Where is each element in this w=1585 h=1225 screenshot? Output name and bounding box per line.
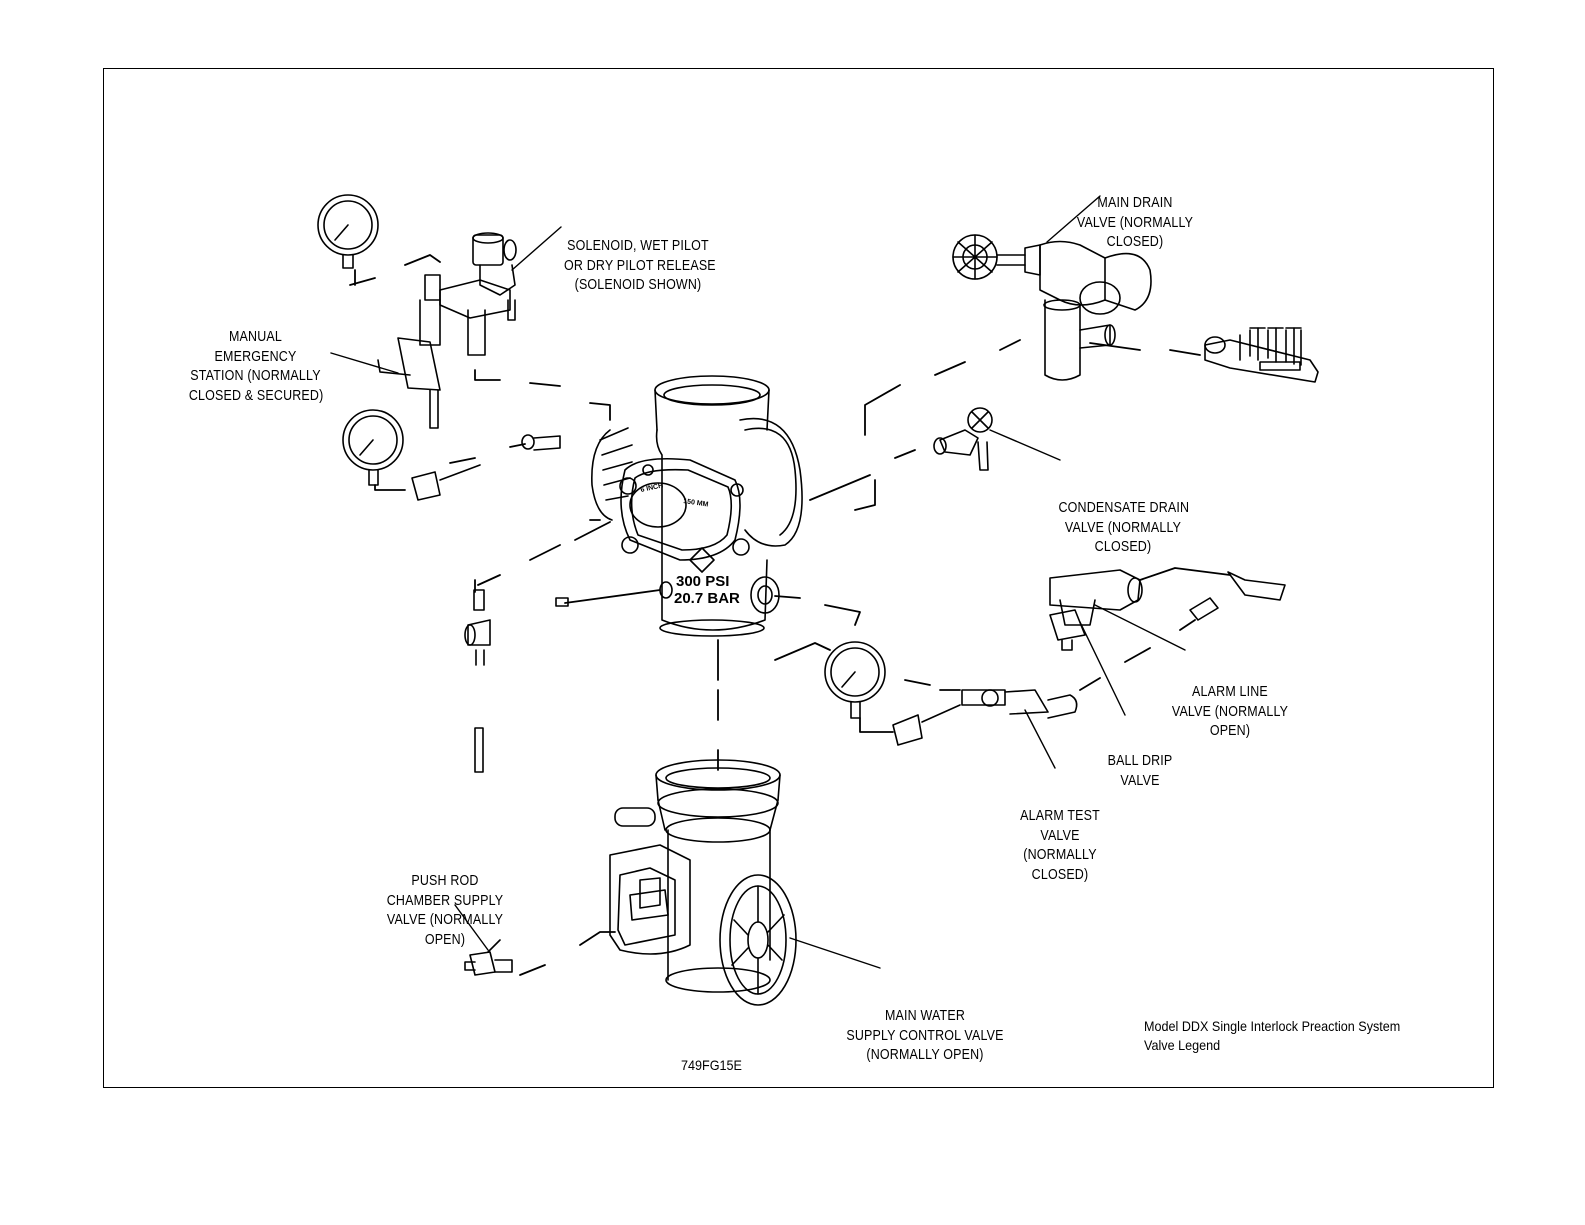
deluge-valve-body — [591, 375, 803, 637]
solenoid-valve — [377, 232, 517, 429]
alarm-test-valve — [961, 689, 1078, 719]
legend-line-1: Model DDX Single Interlock Preaction Sys… — [1144, 1018, 1401, 1034]
alarm-line-valve — [1049, 569, 1286, 651]
legend-caption: Model DDX Single Interlock Preaction Sys… — [1144, 1017, 1400, 1055]
drawing-border — [103, 68, 1494, 1088]
drawing-code: 749FG15E — [681, 1057, 742, 1073]
dashed-connection-lines — [349, 254, 1231, 976]
body-markings: 300 PSI 20.7 BAR 6 INCH 150 MM — [640, 482, 740, 607]
pressure-gauge-upper — [317, 194, 379, 269]
size-inch-marking: 6 INCH — [640, 482, 664, 494]
pressure-psi-marking: 300 PSI — [676, 573, 729, 590]
pressure-bar-marking: 20.7 BAR — [674, 590, 740, 607]
legend-line-2: Valve Legend — [1144, 1037, 1221, 1053]
pressure-gauge-lower — [824, 641, 961, 746]
drain-manifold — [1204, 327, 1319, 383]
size-mm-marking: 150 MM — [683, 498, 709, 508]
pilot-line-assembly — [464, 589, 569, 773]
push-rod-chamber-valve — [464, 939, 513, 976]
pressure-gauge-middle — [342, 409, 561, 501]
main-water-supply-valve — [609, 759, 797, 1006]
leader-lines — [330, 195, 1186, 969]
condensate-drain-valve — [933, 407, 993, 471]
main-drain-valve — [952, 234, 1152, 381]
